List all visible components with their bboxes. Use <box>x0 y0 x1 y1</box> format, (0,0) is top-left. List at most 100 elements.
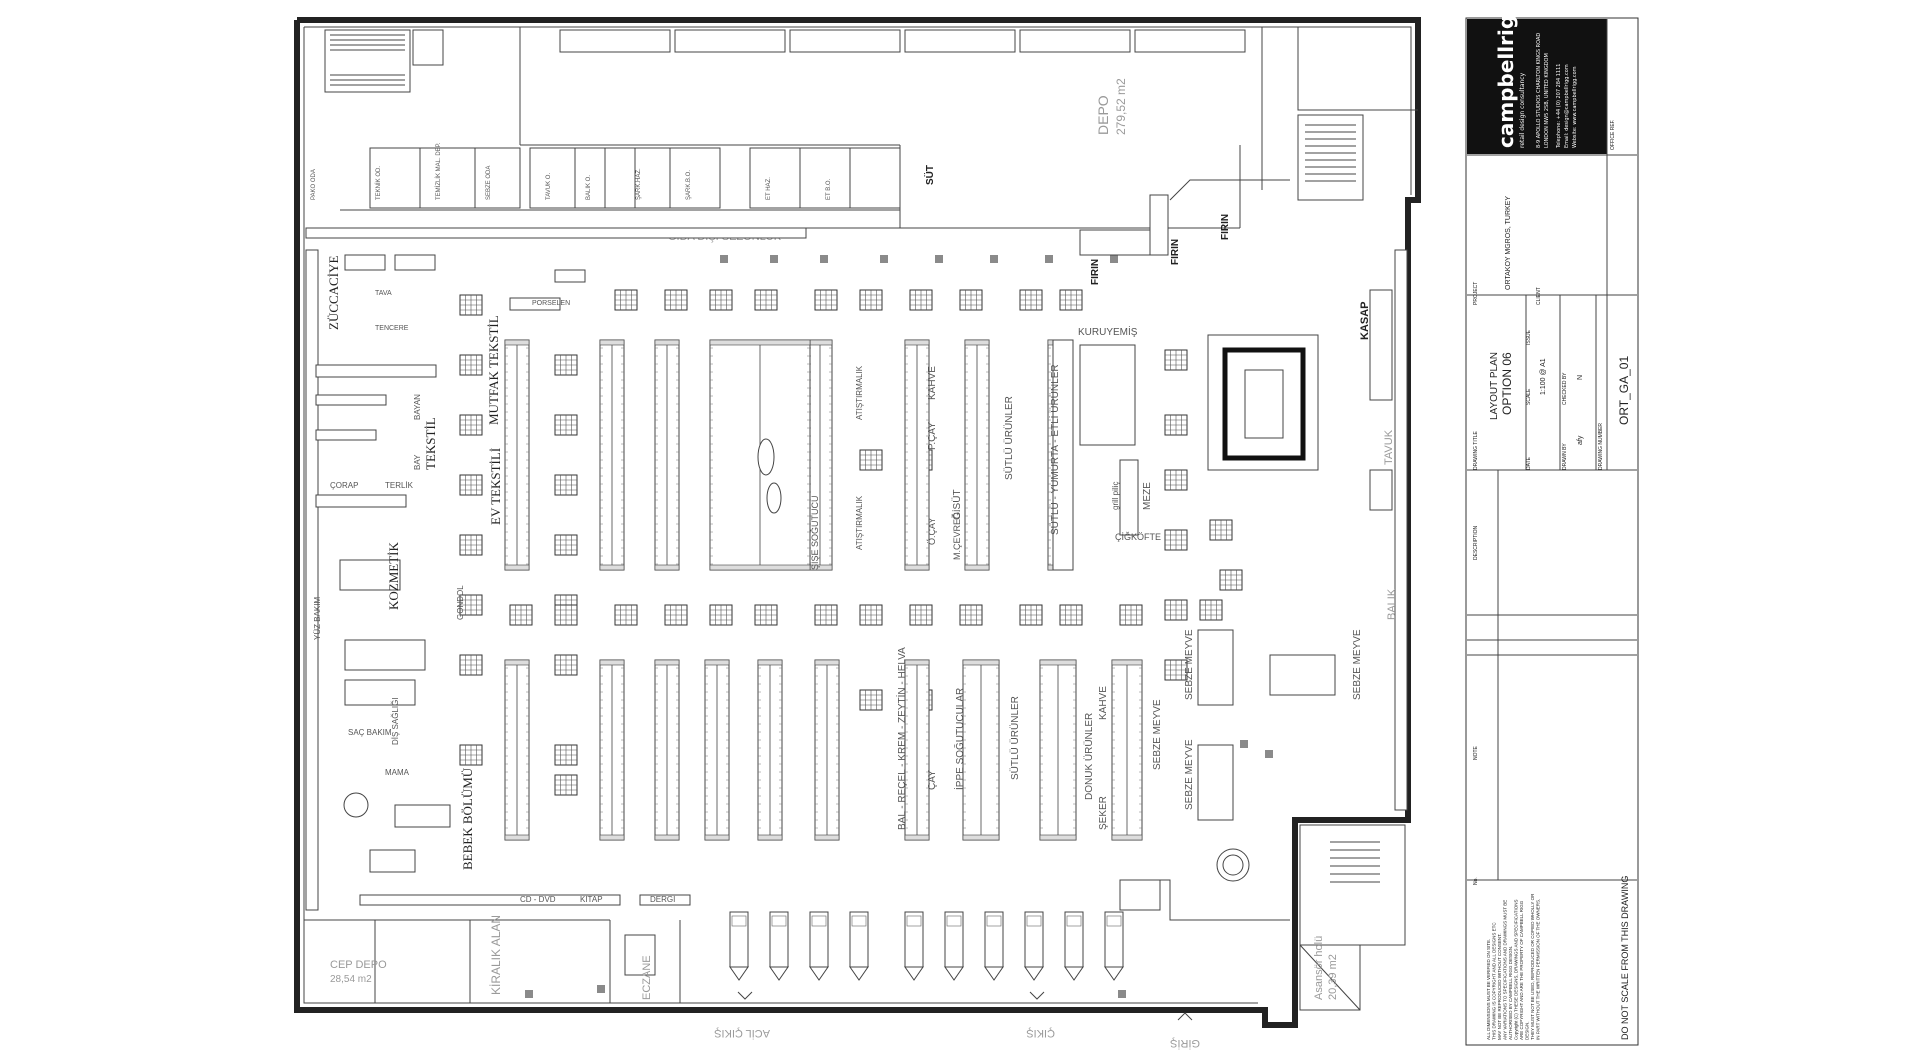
company-tagline: retail design consultancy <box>1519 72 1526 148</box>
section-dergi: DERGİ <box>650 895 675 904</box>
display-table <box>554 534 578 556</box>
gondolas <box>315 254 1336 906</box>
section-tava: TAVA <box>375 290 392 297</box>
display-table <box>554 774 578 796</box>
drawn-value: afy <box>1577 435 1584 445</box>
disclaimer-line: MAY NOT BE REPRODUCED WITHOUT CONSENT. <box>1497 933 1502 1040</box>
display-table <box>459 414 483 436</box>
display-table <box>859 289 883 311</box>
display-table <box>664 604 688 626</box>
column-pillar <box>525 990 533 998</box>
section-sebze-meyve-1: SEBZE MEYVE <box>1152 699 1163 770</box>
section-sut: SÜT <box>923 165 936 185</box>
display-table <box>554 604 578 626</box>
section-sutlu-urunler: SÜTLÜ ÜRÜNLER <box>1003 396 1015 480</box>
drawing-subtitle: OPTION 06 <box>1500 352 1514 415</box>
display-table <box>554 654 578 676</box>
display-fixture <box>344 679 416 706</box>
produce-island <box>1269 654 1336 696</box>
gondola-shelf <box>904 339 930 571</box>
display-table <box>1059 289 1083 311</box>
display-table <box>1059 604 1083 626</box>
section-ippe: İPPE SOĞUTUCULAR <box>953 688 966 790</box>
display-table <box>909 604 933 626</box>
company-address: Email: design@campbellrigg.com <box>1564 64 1570 148</box>
gondola-shelf <box>654 659 680 841</box>
section-sutlu-yumurta: SÜTLÜ - YUMURTA - ETLİ ÜRÜNLER <box>1048 364 1061 535</box>
room-label: TEMİZLİK MAL. DEP. <box>435 142 442 200</box>
section-cay: ÇAY <box>927 770 938 790</box>
room-label: TAVUK O. <box>546 173 552 200</box>
section-o-sut: Ö.SÜT <box>951 489 963 520</box>
column-pillar <box>820 255 828 263</box>
scale-value: 1:100 @ A1 <box>1540 358 1547 395</box>
display-table <box>709 289 733 311</box>
room-label: PAKO ODA <box>311 169 317 200</box>
round-displays <box>343 438 1250 882</box>
display-fixture <box>369 849 416 873</box>
issue-label: ISSUE <box>1526 329 1532 345</box>
section-p-cay: P.ÇAY <box>927 422 938 450</box>
section-porselen: PORSELEN <box>532 300 570 307</box>
section-kahve-2: KAHVE <box>927 366 938 400</box>
display-fixture <box>344 254 386 271</box>
checkout-counter <box>729 911 749 981</box>
company-address: 8-9 APOLLO STUDIOS CHARLTON KINGS ROAD <box>1536 33 1542 148</box>
display-fixture <box>344 639 426 671</box>
display-fixture <box>554 269 586 283</box>
column-pillar <box>720 255 728 263</box>
column-pillar <box>597 985 605 993</box>
gondola-shelf <box>1039 659 1077 841</box>
section-tavuk: TAVUK <box>1383 429 1395 465</box>
display-table <box>459 654 483 676</box>
column-grid <box>459 255 1273 998</box>
section-seker: ŞEKER <box>1098 796 1109 830</box>
display-table <box>959 289 983 311</box>
staircase-top-right <box>1297 114 1364 201</box>
display-fixture <box>394 804 451 828</box>
checkout-counter <box>984 911 1004 981</box>
display-table <box>1119 604 1143 626</box>
checkout-lanes <box>729 879 1290 981</box>
display-table <box>554 414 578 436</box>
section-sise: ŞİŞE SOĞUTUCU <box>810 495 820 570</box>
column-pillar <box>880 255 888 263</box>
checkout-counter <box>769 911 789 981</box>
exit-giris: GİRİŞ <box>1170 1037 1200 1050</box>
checked-value: N <box>1577 375 1584 380</box>
gondola-shelf <box>654 339 680 571</box>
section-yuz: YÜZ BAKIM <box>313 597 322 640</box>
display-table <box>554 354 578 376</box>
section-labels: ZÜCCACİYE MUTFAK TEKSTİL EV TEKSTİLİ TEK… <box>313 256 1363 904</box>
room-label: ŞARK.HAZ. <box>636 168 642 200</box>
exit-cikis: ÇIKIŞ <box>1026 1027 1055 1039</box>
section-sutlu-urunler-2: SÜTLÜ ÜRÜNLER <box>1009 696 1021 780</box>
checked-label: CHECKED BY <box>1562 372 1568 405</box>
room-label: ET B.O. <box>826 178 832 200</box>
produce-island <box>1197 629 1234 706</box>
company-address: Telephone: +44 (0) 207 284 1111 <box>1556 64 1562 149</box>
display-table <box>754 604 778 626</box>
meze-counter <box>1119 459 1139 536</box>
gondola-shelf <box>504 339 530 571</box>
section-ev-tekstili: EV TEKSTİLİ <box>488 448 503 525</box>
section-firin-3: FIRIN <box>1220 214 1231 240</box>
logo-panel <box>1467 19 1607 154</box>
title-block: campbellrigg retail design consultancy 8… <box>1465 1 1639 1046</box>
checkout-counter <box>904 911 924 981</box>
disclaimer-line: THEY MUST NOT BE USED, REPRODUCED OR COP… <box>1530 893 1535 1040</box>
display-table <box>1199 599 1223 621</box>
display-table <box>859 604 883 626</box>
drawing-title-label: DRAWING TITLE <box>1473 430 1479 470</box>
section-grill: grill piliç <box>1111 482 1120 510</box>
section-o-cay: Ö.ÇAY <box>927 518 937 545</box>
checkout-counter <box>1064 911 1084 981</box>
display-table <box>1209 519 1233 541</box>
section-zuccaciye: ZÜCCACİYE <box>326 256 341 330</box>
section-mama: MAMA <box>385 768 410 777</box>
room-asansor-area: 20,39 m2 <box>1327 954 1339 1000</box>
section-firin: FIRIN <box>1090 259 1101 285</box>
display-fixture <box>509 297 561 311</box>
checkout-counter <box>1104 911 1124 981</box>
display-table <box>959 604 983 626</box>
